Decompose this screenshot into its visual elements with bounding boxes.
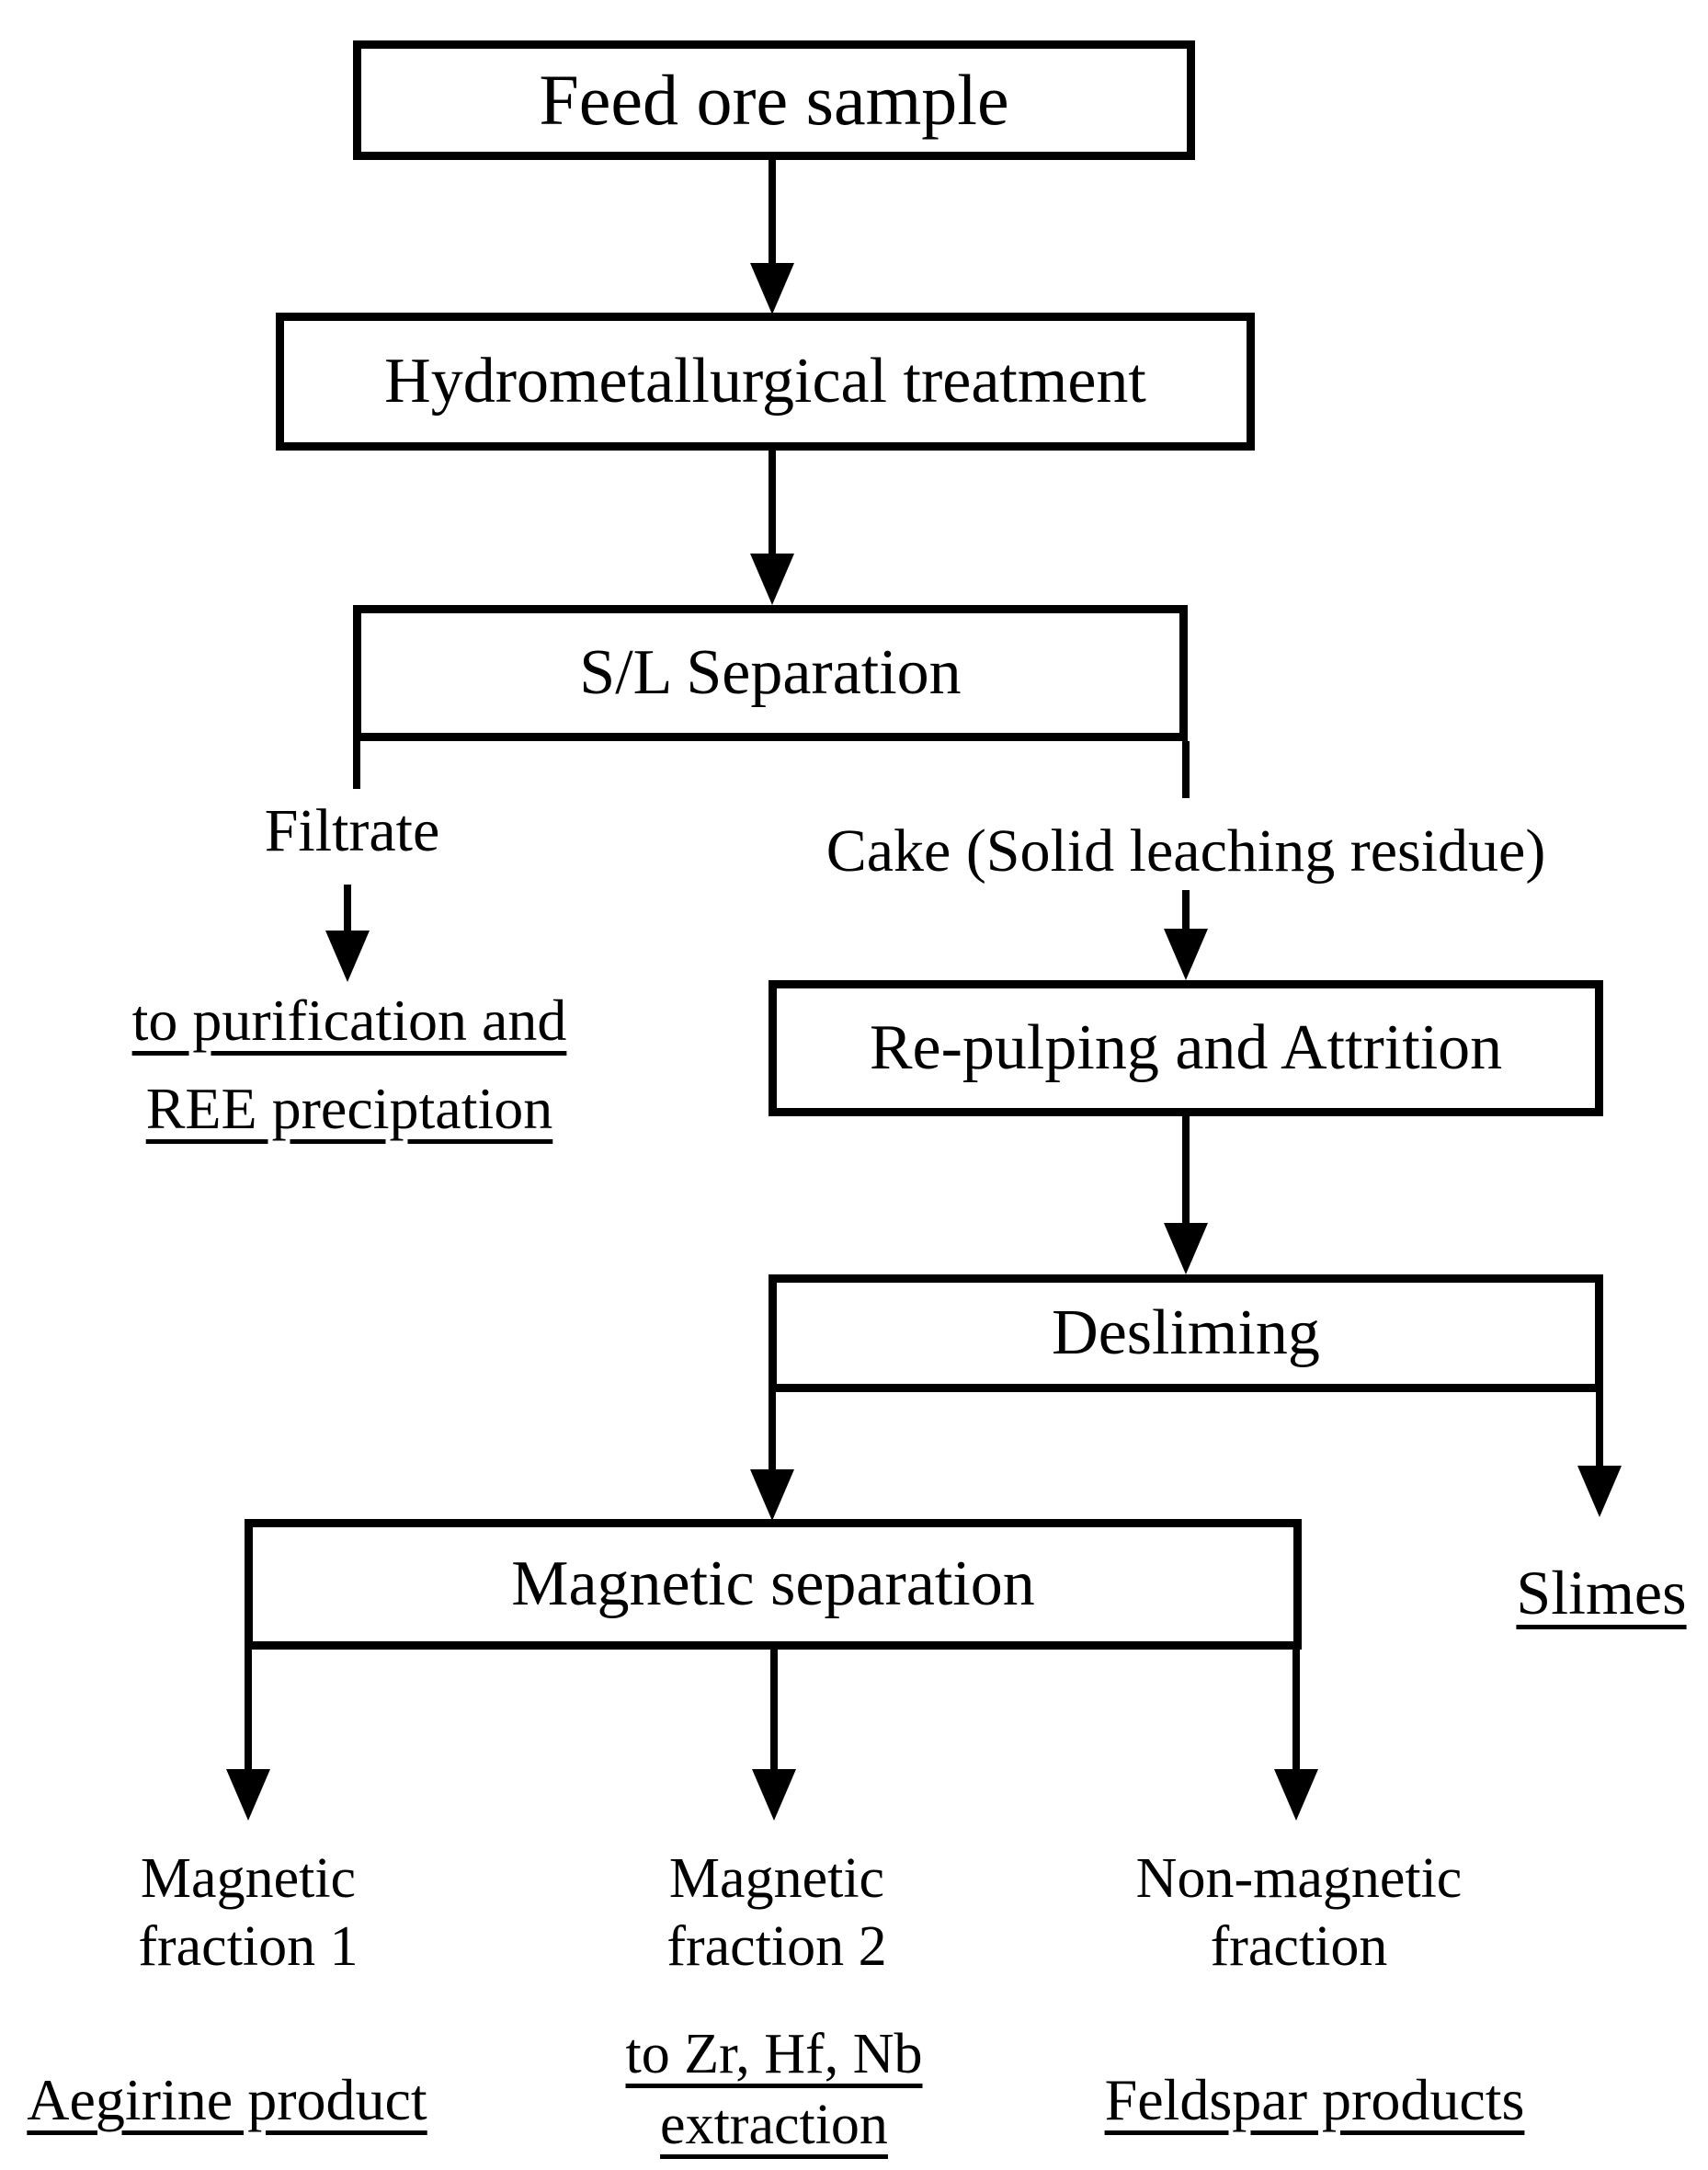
output-label-zr-hf-nb-line1: to Zr, Hf, Nb bbox=[625, 2023, 923, 2085]
stream-label-cake: Cake (Solid leaching residue) bbox=[826, 817, 1546, 885]
connector-desliming-to-slimes bbox=[1596, 1392, 1603, 1468]
arrowhead-magsep-to-non-magnetic-icon bbox=[1274, 1769, 1318, 1821]
output-label-zr-hf-nb-line2: extraction bbox=[660, 2093, 888, 2156]
arrowhead-repulping-to-desliming-icon bbox=[1164, 1223, 1208, 1274]
output-label-magnetic-fraction-1-line2: fraction 1 bbox=[138, 1915, 359, 1979]
output-label-magnetic-fraction-1-line1: Magnetic bbox=[140, 1847, 357, 1910]
connector-filtrate-to-purification bbox=[344, 885, 351, 932]
connector-hydro-to-sl-separation bbox=[769, 451, 776, 555]
connector-feed-to-hydro bbox=[769, 160, 776, 267]
output-label-purification: to purification and REE preciptation bbox=[78, 976, 621, 1153]
arrowhead-feed-to-hydro-icon bbox=[750, 263, 794, 314]
process-box-feed-ore-sample: Feed ore sample bbox=[353, 40, 1195, 160]
output-label-magnetic-fraction-1: Magnetic fraction 1 bbox=[37, 1844, 460, 1982]
connector-sl-to-filtrate bbox=[353, 741, 360, 789]
output-label-purification-line1: to purification and bbox=[131, 988, 567, 1053]
output-label-purification-line2: REE preciptation bbox=[145, 1076, 553, 1141]
output-label-feldspar-products: Feldspar products bbox=[1104, 2067, 1525, 2132]
arrowhead-hydro-to-sl-icon bbox=[750, 554, 794, 605]
arrowhead-desliming-to-slimes-icon bbox=[1577, 1466, 1622, 1517]
process-box-repulping-and-attrition: Re-pulping and Attrition bbox=[769, 980, 1603, 1116]
output-label-non-magnetic-fraction: Non-magnetic fraction bbox=[1042, 1844, 1556, 1982]
connector-cake-to-repulping bbox=[1182, 890, 1190, 931]
output-label-aegirine-product: Aegirine product bbox=[27, 2067, 427, 2132]
connector-magsep-to-magnetic-fraction-1 bbox=[245, 1650, 252, 1771]
arrowhead-magsep-to-fraction-1-icon bbox=[226, 1769, 270, 1821]
connector-desliming-to-magnetic-separation bbox=[769, 1392, 776, 1473]
connector-magsep-to-magnetic-fraction-2 bbox=[770, 1650, 778, 1771]
connector-sl-to-cake bbox=[1182, 741, 1190, 798]
output-label-magnetic-fraction-2-line2: fraction 2 bbox=[666, 1915, 887, 1979]
process-box-sl-separation: S/L Separation bbox=[353, 605, 1188, 741]
output-label-non-magnetic-fraction-line1: Non-magnetic bbox=[1135, 1847, 1463, 1910]
connector-magsep-to-non-magnetic-fraction bbox=[1292, 1650, 1300, 1771]
process-box-hydrometallurgical-treatment: Hydrometallurgical treatment bbox=[276, 313, 1255, 451]
output-label-magnetic-fraction-2-line1: Magnetic bbox=[668, 1847, 885, 1910]
arrowhead-filtrate-to-purification-icon bbox=[325, 931, 370, 982]
output-label-non-magnetic-fraction-line2: fraction bbox=[1210, 1915, 1388, 1979]
output-label-zr-hf-nb-extraction: to Zr, Hf, Nb extraction bbox=[544, 2019, 1004, 2161]
process-box-magnetic-separation: Magnetic separation bbox=[245, 1519, 1302, 1650]
output-label-magnetic-fraction-2: Magnetic fraction 2 bbox=[565, 1844, 988, 1982]
connector-repulping-to-desliming bbox=[1182, 1116, 1190, 1225]
process-box-desliming: Desliming bbox=[769, 1274, 1603, 1392]
arrowhead-cake-to-repulping-icon bbox=[1164, 929, 1208, 980]
stream-label-filtrate: Filtrate bbox=[264, 797, 440, 864]
arrowhead-magsep-to-fraction-2-icon bbox=[752, 1769, 796, 1821]
arrowhead-desliming-to-magsep-icon bbox=[750, 1469, 794, 1521]
output-label-slimes: Slimes bbox=[1516, 1558, 1687, 1628]
